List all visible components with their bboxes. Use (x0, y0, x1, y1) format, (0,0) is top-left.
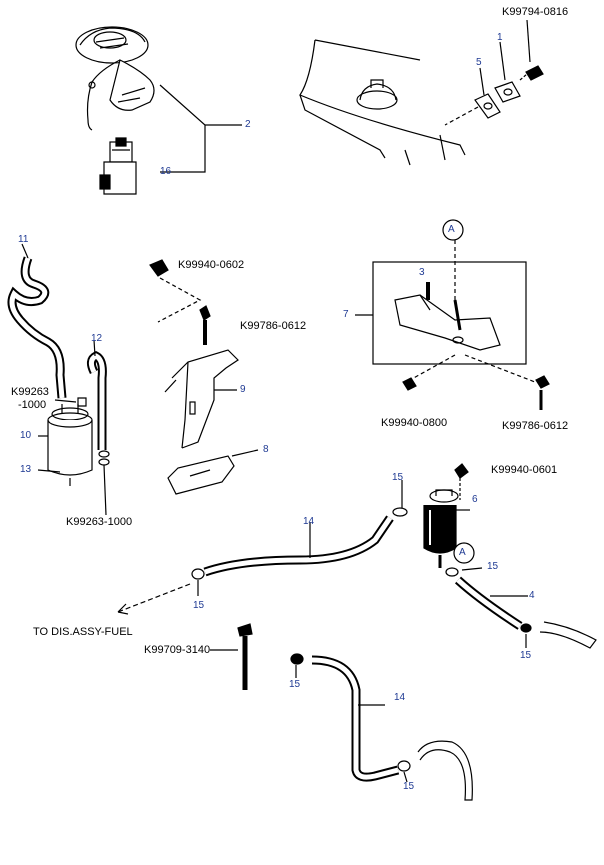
part-number-6: 6 (472, 494, 478, 505)
fuel-hose-4 (454, 576, 523, 630)
part-number-4: 4 (529, 590, 535, 601)
part-code-k99263-line2: -1000 (18, 399, 47, 411)
part-number-1: 1 (497, 32, 503, 43)
part-code-k99940-0601: K99940-0601 (491, 464, 558, 476)
part-number-15-a: 15 (392, 472, 404, 483)
part-number-11: 11 (18, 234, 29, 245)
part-number-16: 16 (160, 166, 172, 177)
fuel-hose-11 (7, 256, 67, 399)
charcoal-canister (47, 404, 93, 486)
mounting-bracket-7 (394, 294, 501, 351)
part-number-14-a: 14 (303, 516, 315, 527)
part-number-15-c: 15 (193, 600, 205, 611)
part-number-3: 3 (419, 267, 425, 278)
part-number-9: 9 (240, 384, 246, 395)
to-dis-assy-fuel-note: TO DIS.ASSY-FUEL (33, 626, 133, 638)
callout-a-bottom-label: A (459, 547, 466, 558)
fuel-hose-14-upper (203, 515, 394, 577)
part-code-k99940-0602: K99940-0602 (178, 259, 245, 271)
callout-a-bottom (453, 542, 475, 564)
fuel-hose-14-lower (311, 655, 400, 782)
leader-2 (159, 84, 206, 173)
part-number-15-f: 15 (403, 781, 415, 792)
fuel-tank-outline (299, 39, 466, 166)
fuel-filter-6 (423, 489, 459, 568)
part-code-k99786-0612-a: K99786-0612 (240, 320, 307, 332)
part-number-7: 7 (343, 309, 349, 320)
fuel-hose-12 (86, 350, 107, 450)
part-code-k99786-0612-b: K99786-0612 (502, 420, 569, 432)
part-number-10: 10 (20, 430, 32, 441)
part-number-14-b: 14 (394, 692, 406, 703)
part-number-12: 12 (91, 333, 103, 344)
filler-hardware (474, 65, 544, 119)
part-code-k99794-0816: K99794-0816 (502, 6, 569, 18)
bracket-plate-8 (167, 455, 235, 495)
part-number-15-b: 15 (487, 561, 499, 572)
callout-a-top (442, 219, 464, 241)
part-code-k99709-3140: K99709-3140 (144, 644, 211, 656)
canister-bracket (149, 259, 239, 449)
part-number-2: 2 (245, 119, 251, 130)
part-number-8: 8 (263, 444, 269, 455)
callout-a-top-label: A (448, 224, 455, 235)
fuel-sender-unit (99, 137, 137, 195)
part-code-k99263-1000: K99263-1000 (66, 516, 133, 528)
part-number-15-e: 15 (289, 679, 301, 690)
part-code-k99263-line1: K99263 (11, 386, 49, 398)
fuel-filler-cap-assembly (75, 26, 155, 131)
part-number-13: 13 (20, 464, 32, 475)
part-number-15-d: 15 (520, 650, 532, 661)
part-code-k99940-0800: K99940-0800 (381, 417, 448, 429)
detail-box-7 (372, 261, 527, 365)
long-bolt (237, 623, 253, 690)
part-number-5: 5 (476, 57, 482, 68)
